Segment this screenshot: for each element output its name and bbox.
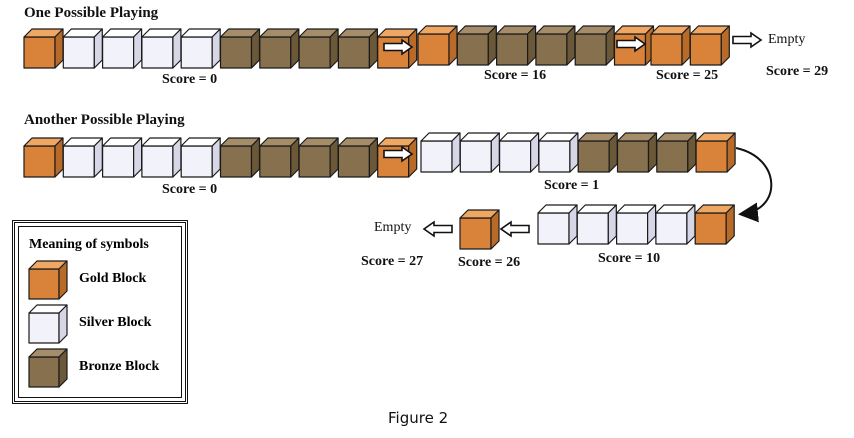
row2-a-block-bronze bbox=[337, 137, 378, 178]
row1-a-block-silver bbox=[141, 28, 182, 69]
row2-c-block-gold bbox=[694, 204, 735, 245]
figure-caption: Figure 2 bbox=[388, 409, 449, 427]
row2-c-block-silver bbox=[615, 204, 657, 245]
row2-a-block-silver bbox=[101, 137, 143, 178]
row2-a-block-bronze bbox=[298, 137, 339, 178]
row1-a-block-bronze bbox=[219, 28, 261, 69]
row2-b-block-bronze bbox=[616, 132, 658, 173]
row2-a-block-silver bbox=[180, 137, 221, 178]
row2-arrow-1 bbox=[383, 145, 414, 163]
row1-score-b: Score = 16 bbox=[484, 68, 547, 83]
legend-silver-icon bbox=[28, 304, 68, 344]
row2-c-block-silver bbox=[655, 204, 696, 245]
legend-silver-label: Silver Block bbox=[79, 315, 152, 330]
row1-a-block-gold bbox=[23, 28, 64, 69]
row1-score-final: Score = 29 bbox=[766, 64, 829, 79]
legend-inner-border: Meaning of symbols Gold Block Silver Blo… bbox=[18, 226, 182, 398]
row1-a-block-bronze bbox=[337, 28, 378, 69]
row2-b-block-gold bbox=[695, 132, 736, 173]
curved-arrow bbox=[735, 147, 773, 223]
row2-b-block-silver bbox=[420, 132, 461, 173]
row2-c-block-silver bbox=[537, 204, 578, 245]
legend-gold-label: Gold Block bbox=[79, 271, 147, 286]
row1-b-block-bronze bbox=[496, 25, 537, 66]
row1-b-block-bronze bbox=[456, 25, 497, 66]
row1-b-block-bronze bbox=[574, 25, 615, 66]
row2-empty-label: Empty bbox=[374, 220, 412, 235]
row1-a-block-silver bbox=[180, 28, 221, 69]
row1-arrow-1 bbox=[383, 38, 414, 56]
row1-a-block-silver bbox=[62, 28, 103, 69]
legend-bronze-cube bbox=[28, 348, 68, 388]
row2-a-block-gold bbox=[23, 137, 64, 178]
section-one-title: One Possible Playing bbox=[24, 5, 159, 21]
legend-gold-cube bbox=[28, 260, 68, 300]
row2-a-block-bronze bbox=[259, 137, 300, 178]
row2-b-block-silver bbox=[538, 132, 579, 173]
row2-c-block-silver bbox=[576, 204, 617, 245]
row2-score-a: Score = 0 bbox=[162, 182, 218, 197]
row1-a-block-bronze bbox=[259, 28, 300, 69]
row2-score-final: Score = 27 bbox=[361, 254, 424, 269]
row2-b-block-bronze bbox=[577, 132, 618, 173]
row1-b-block-gold bbox=[417, 25, 458, 66]
row1-b-block-bronze bbox=[535, 25, 576, 66]
legend-title: Meaning of symbols bbox=[29, 237, 149, 252]
row2-score-c: Score = 10 bbox=[598, 251, 661, 266]
row1-arrow-3 bbox=[732, 31, 763, 49]
row2-b-block-bronze bbox=[656, 132, 697, 173]
legend-bronze-label: Bronze Block bbox=[79, 359, 160, 374]
row2-a-block-silver bbox=[141, 137, 182, 178]
row1-a-block-silver bbox=[101, 28, 143, 69]
row2-b-block-silver bbox=[499, 132, 540, 173]
row2-arrow-2 bbox=[499, 220, 530, 238]
section-two-title: Another Possible Playing bbox=[24, 112, 185, 128]
row2-a-block-bronze bbox=[219, 137, 261, 178]
row2-b-block-silver bbox=[459, 132, 500, 173]
row2-d-block-gold bbox=[459, 209, 500, 250]
row2-a-block-silver bbox=[62, 137, 103, 178]
row2-arrow-3 bbox=[422, 220, 453, 238]
row2-score-b: Score = 1 bbox=[544, 178, 600, 193]
legend-box: Meaning of symbols Gold Block Silver Blo… bbox=[12, 220, 188, 404]
row1-score-c: Score = 25 bbox=[656, 68, 719, 83]
row1-arrow-2 bbox=[616, 35, 647, 53]
row1-c-block-gold bbox=[650, 25, 691, 66]
row1-empty-label: Empty bbox=[768, 32, 806, 47]
row1-score-a: Score = 0 bbox=[162, 72, 218, 87]
legend-bronze-icon bbox=[28, 348, 68, 388]
row2-score-d: Score = 26 bbox=[458, 255, 521, 270]
row1-a-block-bronze bbox=[298, 28, 339, 69]
legend-gold-icon bbox=[28, 260, 68, 300]
legend-silver-cube bbox=[28, 304, 68, 344]
row1-c-block-gold bbox=[689, 25, 730, 66]
